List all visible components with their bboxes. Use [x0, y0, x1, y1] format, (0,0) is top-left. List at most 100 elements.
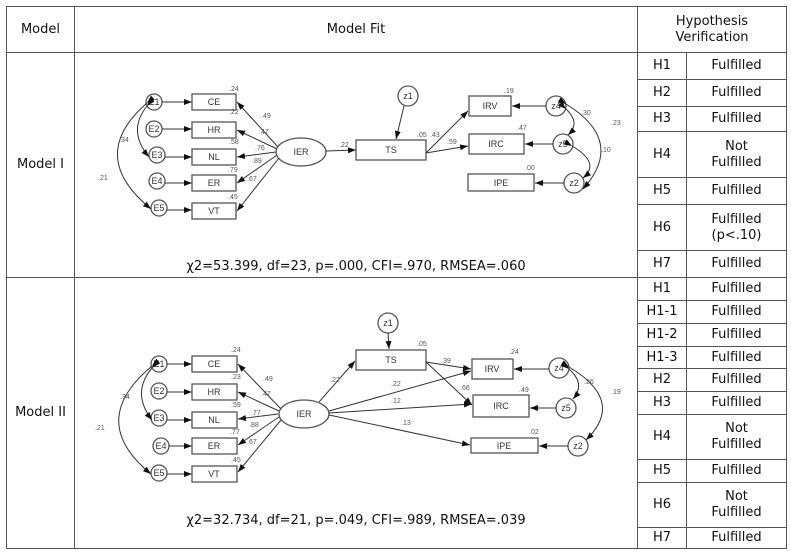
svg-text:IRC: IRC — [488, 139, 504, 149]
svg-text:IPE: IPE — [497, 441, 512, 451]
hyp-id: H1 — [637, 277, 687, 301]
svg-text:z4: z4 — [551, 101, 561, 111]
svg-text:E2: E2 — [153, 386, 164, 396]
model2-label: Model II — [6, 277, 75, 549]
measurement-model: E1 E2 E3 E4 E5 CE HR NL ER VT .24.22.58.… — [98, 86, 327, 220]
svg-text:.49: .49 — [261, 113, 271, 120]
svg-text:IER: IER — [296, 409, 312, 419]
hyp-id: H6 — [637, 204, 687, 251]
svg-text:.66: .66 — [460, 385, 470, 392]
hyp-id: H7 — [637, 250, 687, 278]
svg-text:.23: .23 — [231, 374, 241, 381]
svg-text:.34: .34 — [119, 137, 129, 144]
structural-model: TS z1 .05 .22 .39.66 .22.12.13 IRVIRCIPE… — [318, 312, 621, 457]
svg-text:.19: .19 — [504, 88, 514, 95]
svg-text:z2: z2 — [569, 178, 579, 188]
svg-text:.89: .89 — [252, 158, 262, 165]
model1-path-diagram: E1 E2 E3 E4 E5 CE HR NL ER VT .24.22.58.… — [98, 85, 621, 274]
svg-text:.45: .45 — [228, 194, 238, 201]
svg-text:E4: E4 — [155, 441, 166, 451]
svg-text:E2: E2 — [148, 124, 159, 134]
hyp-id: H3 — [637, 391, 687, 415]
svg-text:.49: .49 — [263, 376, 273, 383]
svg-text:HR: HR — [208, 387, 221, 397]
svg-text:.67: .67 — [247, 176, 257, 183]
svg-text:.47: .47 — [259, 129, 269, 136]
svg-text:.22: .22 — [229, 109, 239, 116]
hyp-id: H1-1 — [637, 300, 687, 324]
results-table: Model Model Fit Hypothesis Verification … — [6, 6, 787, 549]
svg-text:.13: .13 — [401, 420, 411, 427]
svg-text:.47: .47 — [261, 391, 271, 398]
svg-text:E5: E5 — [153, 203, 164, 213]
hyp-result: Fulfilled (p<.10) — [686, 204, 787, 251]
svg-text:.10: .10 — [601, 147, 611, 154]
svg-text:E3: E3 — [151, 150, 162, 160]
svg-text:z4: z4 — [554, 363, 564, 373]
svg-text:IPE: IPE — [494, 178, 509, 188]
svg-text:CE: CE — [208, 359, 221, 369]
svg-text:.26: .26 — [584, 379, 594, 386]
svg-text:.77: .77 — [251, 410, 261, 417]
svg-text:E1: E1 — [148, 97, 159, 107]
svg-text:.47: .47 — [517, 125, 527, 132]
svg-text:IRV: IRV — [483, 101, 498, 111]
svg-text:z1: z1 — [403, 91, 413, 101]
svg-text:.21: .21 — [95, 425, 105, 432]
hyp-result: Fulfilled — [686, 300, 787, 324]
svg-text:.58: .58 — [229, 139, 239, 146]
hyp-result: Fulfilled — [686, 346, 787, 369]
svg-text:.88: .88 — [249, 422, 259, 429]
svg-text:ER: ER — [208, 441, 221, 451]
svg-text:.30: .30 — [581, 110, 591, 117]
model2-fit-indices: χ2=32.734, df=21, p=.049, CFI=.989, RMSE… — [186, 513, 525, 528]
svg-text:.67: .67 — [247, 439, 257, 446]
hyp-result: Not Fulfilled — [686, 131, 787, 178]
svg-text:E4: E4 — [151, 176, 162, 186]
svg-text:.39: .39 — [441, 358, 451, 365]
svg-text:IER: IER — [293, 147, 309, 157]
model1-fit-cell: E1 E2 E3 E4 E5 CE HR NL ER VT .24.22.58.… — [74, 52, 638, 278]
hyp-result: Fulfilled — [686, 250, 787, 278]
hyp-result: Fulfilled — [686, 459, 787, 483]
svg-text:TS: TS — [385, 145, 397, 155]
svg-text:.24: .24 — [509, 349, 519, 356]
svg-text:.22: .22 — [339, 142, 349, 149]
svg-text:.05: .05 — [417, 132, 427, 139]
header-model-fit: Model Fit — [74, 6, 638, 53]
hyp-result: Not Fulfilled — [686, 414, 787, 460]
svg-text:.23: .23 — [611, 120, 621, 127]
svg-text:.45: .45 — [231, 457, 241, 464]
hyp-result: Fulfilled — [686, 323, 787, 347]
svg-text:.05: .05 — [417, 341, 427, 348]
svg-text:z5: z5 — [561, 403, 571, 413]
hyp-result: Fulfilled — [686, 391, 787, 415]
svg-text:.22: .22 — [330, 377, 340, 384]
hyp-id: H2 — [637, 79, 687, 107]
hyp-id: H3 — [637, 106, 687, 132]
svg-text:.34: .34 — [120, 394, 130, 401]
hyp-result: Not Fulfilled — [686, 482, 787, 528]
hyp-id: H4 — [637, 131, 687, 178]
svg-text:.21: .21 — [98, 175, 108, 182]
svg-text:z2: z2 — [573, 441, 583, 451]
svg-text:IRC: IRC — [493, 401, 509, 411]
svg-text:z5: z5 — [558, 139, 568, 149]
svg-text:.24: .24 — [229, 86, 239, 93]
hyp-result: Fulfilled — [686, 52, 787, 80]
svg-text:HR: HR — [208, 125, 221, 135]
svg-text:TS: TS — [385, 355, 397, 365]
svg-text:E1: E1 — [153, 359, 164, 369]
svg-text:.02: .02 — [529, 429, 539, 436]
svg-text:.24: .24 — [231, 347, 241, 354]
model1-label: Model I — [6, 52, 75, 278]
svg-text:E3: E3 — [153, 413, 164, 423]
svg-text:.49: .49 — [519, 387, 529, 394]
svg-text:.00: .00 — [525, 165, 535, 172]
svg-text:.76: .76 — [255, 145, 265, 152]
svg-text:IRV: IRV — [485, 364, 500, 374]
